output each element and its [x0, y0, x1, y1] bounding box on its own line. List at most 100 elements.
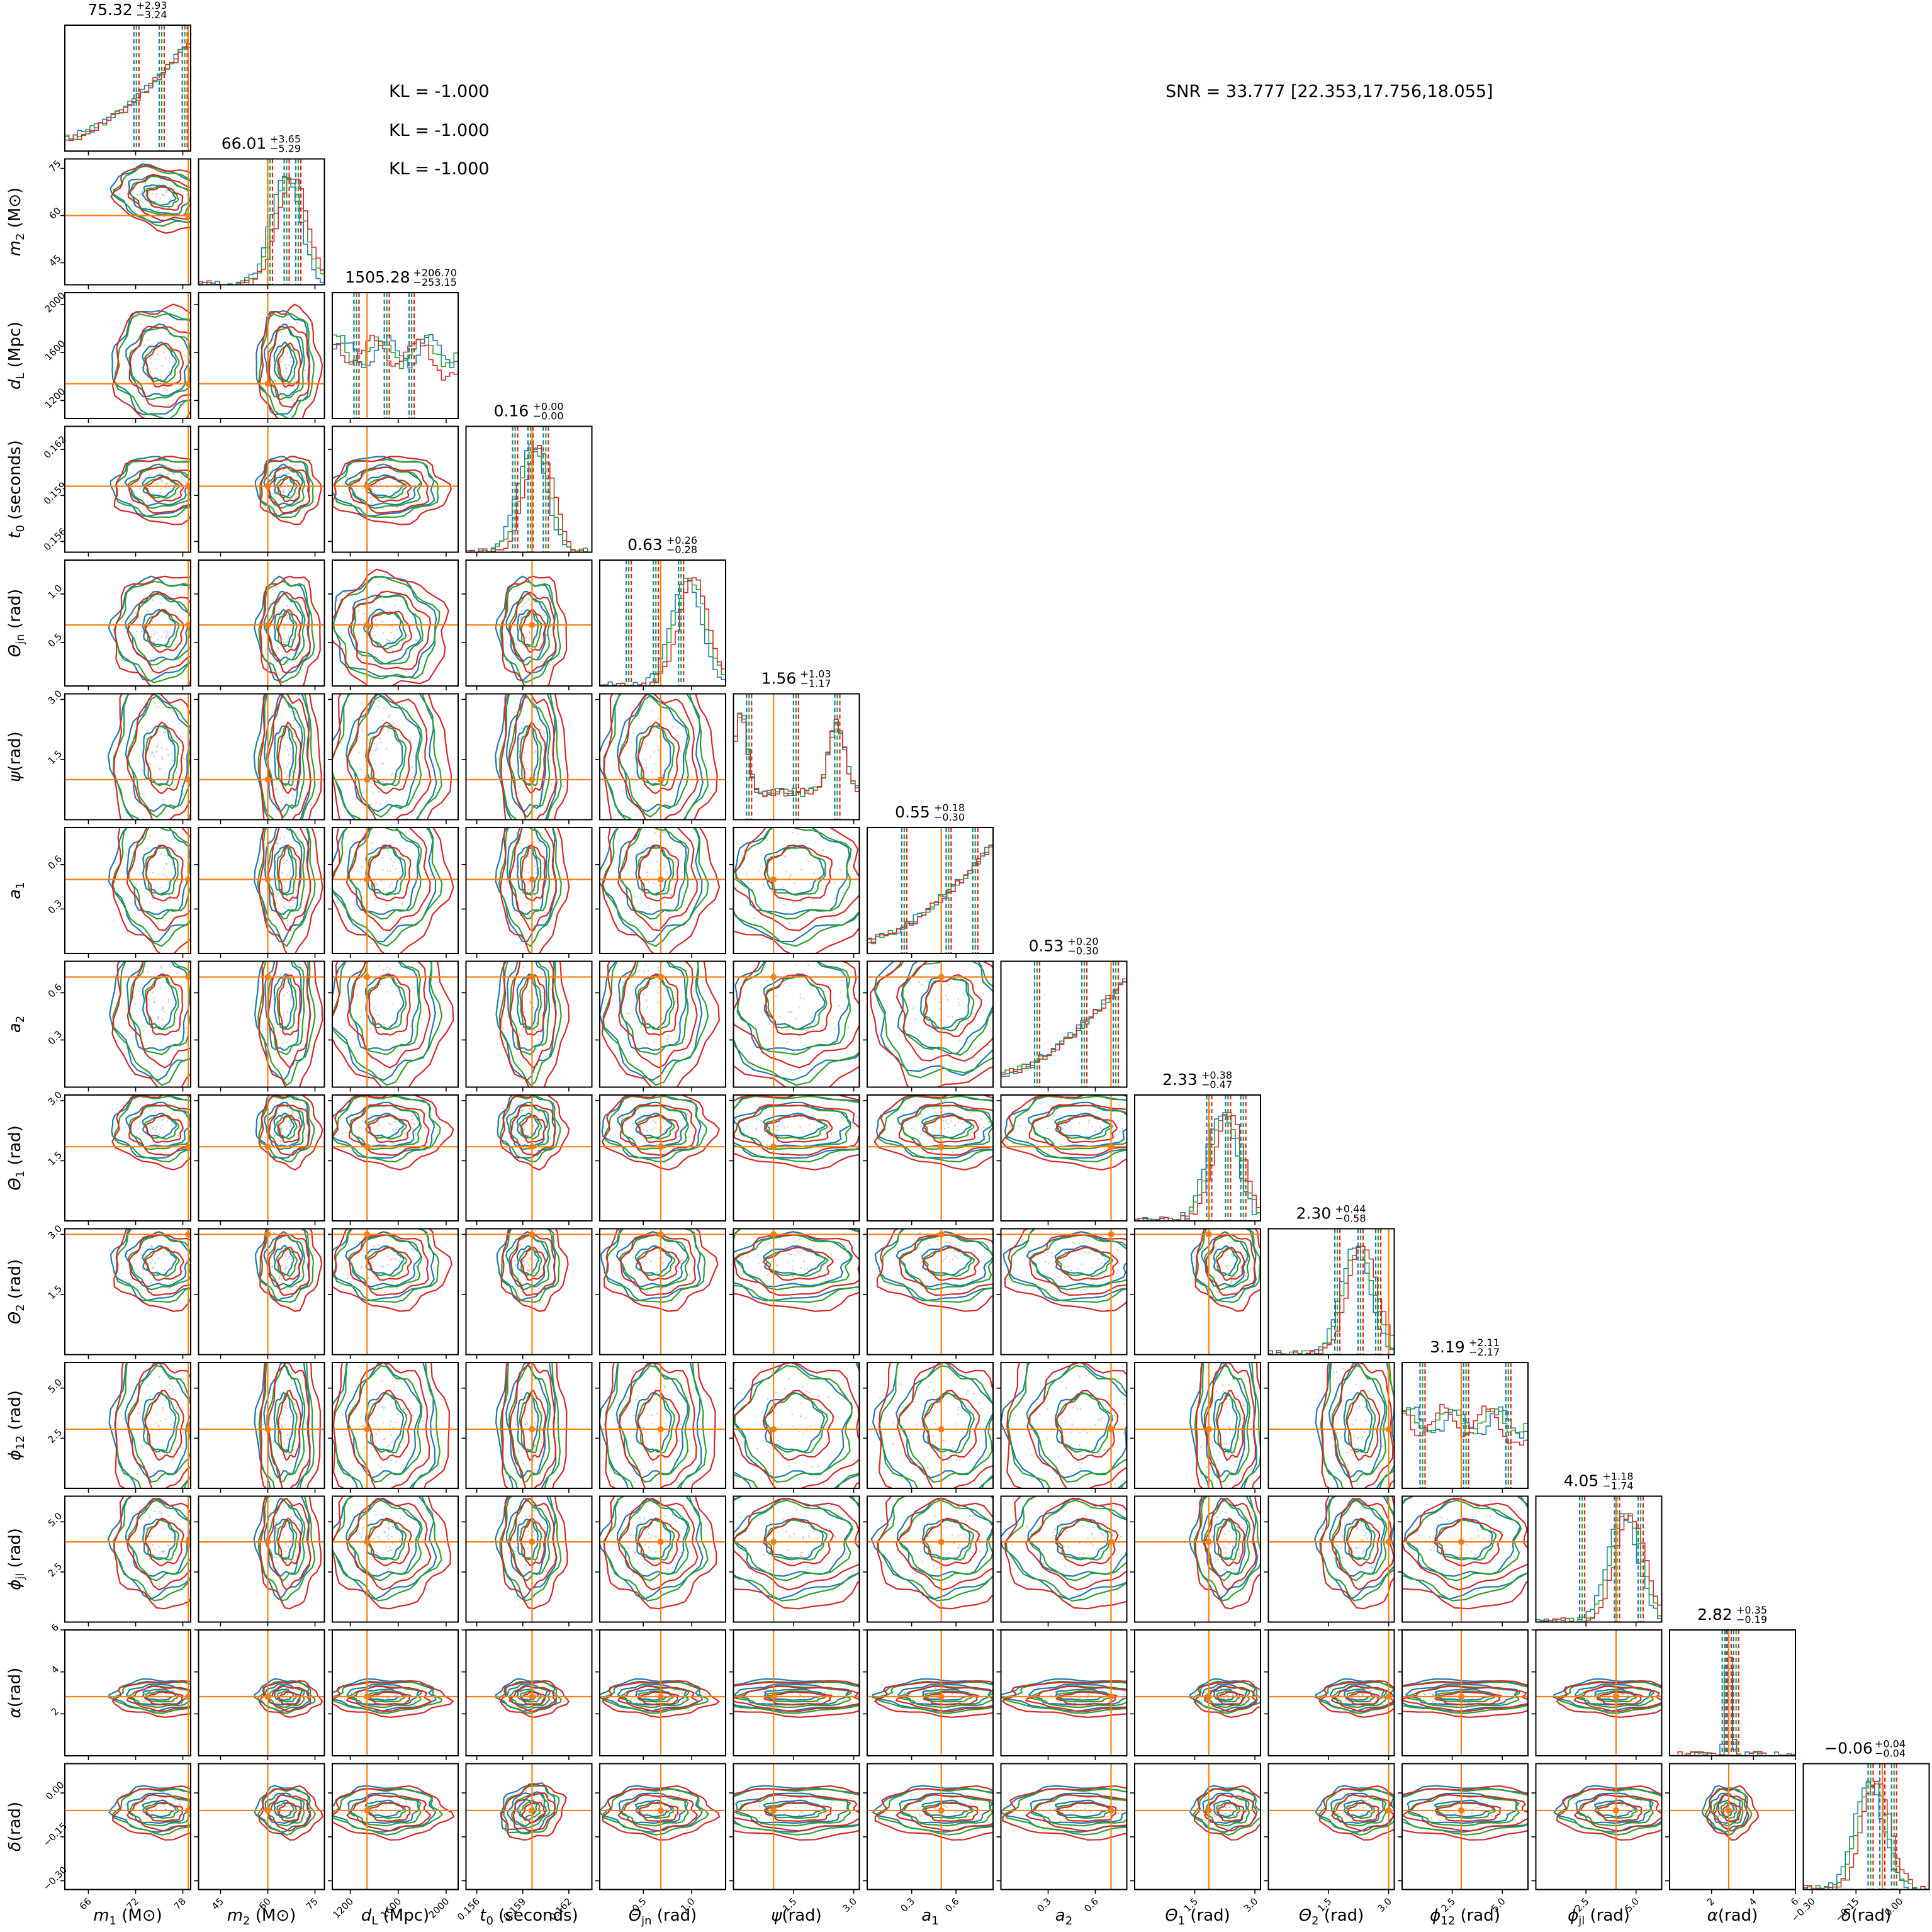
- contour-run2: [508, 695, 551, 818]
- contour-run2: [113, 313, 191, 418]
- sample-point: [264, 1433, 266, 1435]
- sample-point: [415, 797, 417, 799]
- sample-point: [770, 1130, 772, 1132]
- sample-point: [957, 1409, 959, 1411]
- contour-run2: [736, 961, 851, 1055]
- sample-point: [1086, 1583, 1088, 1586]
- hist-panel-thetajn: 0.63+0.26−0.28: [599, 534, 726, 690]
- sample-point: [1223, 1569, 1226, 1571]
- sample-point: [361, 702, 362, 704]
- sample-point: [1215, 1558, 1217, 1559]
- sample-point: [276, 1556, 278, 1559]
- sample-point: [159, 1420, 161, 1422]
- sample-point: [794, 882, 795, 884]
- sample-point: [948, 1126, 950, 1128]
- sample-point: [275, 896, 278, 898]
- contour-run2: [113, 580, 191, 683]
- sample-point: [295, 381, 296, 383]
- sample-point: [800, 1373, 802, 1375]
- sample-point: [176, 1116, 178, 1119]
- sample-point: [392, 1525, 394, 1527]
- sample-point: [287, 1453, 289, 1455]
- sample-point: [945, 1554, 948, 1556]
- panel-frame: [64, 693, 191, 821]
- sample-point: [286, 736, 289, 739]
- sample-point: [841, 979, 843, 982]
- sample-point: [957, 1413, 959, 1415]
- sample-point: [401, 1278, 403, 1280]
- histogram-a1-run1: [867, 845, 993, 953]
- sample-point: [1045, 1261, 1047, 1262]
- contour-run2: [880, 1228, 993, 1303]
- sample-point: [633, 1250, 635, 1252]
- hist-panel-theta2: 2.30+0.44−0.58: [1267, 1203, 1395, 1359]
- sample-point: [525, 902, 527, 905]
- panel-frame: [465, 693, 593, 821]
- sample-point: [1094, 1424, 1096, 1426]
- sample-point: [892, 1442, 894, 1445]
- truth-marker: [264, 1143, 271, 1150]
- sample-point: [936, 1238, 938, 1240]
- truth-marker: [529, 1231, 536, 1238]
- sample-point: [383, 727, 385, 730]
- sample-point: [286, 605, 288, 607]
- sample-point: [305, 1028, 307, 1030]
- sample-point: [153, 702, 155, 704]
- sample-point: [671, 1514, 673, 1516]
- sample-point: [811, 1016, 813, 1019]
- sample-point: [1051, 1252, 1053, 1254]
- sample-point: [360, 1416, 362, 1418]
- sample-point: [286, 992, 288, 994]
- sample-point: [1333, 1371, 1335, 1374]
- panel-phijl-vs-t0: [461, 1495, 593, 1627]
- y-tick-label: 60: [47, 205, 63, 222]
- sample-point: [413, 986, 415, 989]
- truth-marker: [185, 876, 191, 883]
- sample-point: [167, 631, 169, 633]
- sample-point: [944, 1581, 946, 1583]
- sample-point: [527, 1530, 529, 1532]
- sample-point: [152, 629, 155, 631]
- sample-point: [161, 1009, 163, 1011]
- sample-point: [787, 1011, 789, 1013]
- sample-point: [799, 1069, 801, 1072]
- panel-frame: [465, 425, 593, 553]
- sample-point: [1084, 1289, 1086, 1291]
- sample-point: [664, 1515, 666, 1517]
- sample-point: [1114, 1483, 1116, 1485]
- sample-point: [147, 847, 149, 849]
- sample-point: [788, 1378, 790, 1380]
- sample-point: [1011, 1543, 1013, 1546]
- sample-point: [643, 1128, 645, 1130]
- sample-point: [790, 1254, 792, 1256]
- hist-panel-t0: 0.16+0.00−0.00: [465, 401, 593, 557]
- sample-point: [391, 626, 393, 627]
- sample-point: [817, 1395, 819, 1397]
- sample-point: [536, 636, 538, 638]
- sample-point: [652, 1120, 654, 1122]
- sample-point: [178, 467, 180, 469]
- contour-run2: [276, 725, 298, 787]
- sample-point: [945, 1120, 947, 1122]
- y-tick-label: 0.6: [46, 853, 65, 872]
- sample-point: [157, 1426, 160, 1428]
- sample-point: [527, 1269, 529, 1271]
- sample-point: [361, 729, 363, 731]
- sample-point: [401, 1527, 403, 1529]
- sample-point: [1226, 1402, 1228, 1405]
- sample-point: [525, 1515, 527, 1518]
- scatter-points: [606, 826, 695, 910]
- contours: [65, 293, 191, 418]
- sample-point: [524, 1413, 526, 1415]
- sample-point: [534, 773, 536, 776]
- sample-point: [1364, 1420, 1367, 1422]
- sample-point: [389, 884, 391, 886]
- sample-point: [387, 1522, 390, 1524]
- sample-point: [1079, 1432, 1081, 1434]
- histogram-t0-run1: [465, 443, 592, 553]
- sample-point: [281, 1413, 284, 1415]
- contour-run1: [111, 310, 191, 415]
- sample-point: [158, 1586, 160, 1588]
- sample-point: [386, 991, 388, 993]
- sample-point: [278, 673, 281, 676]
